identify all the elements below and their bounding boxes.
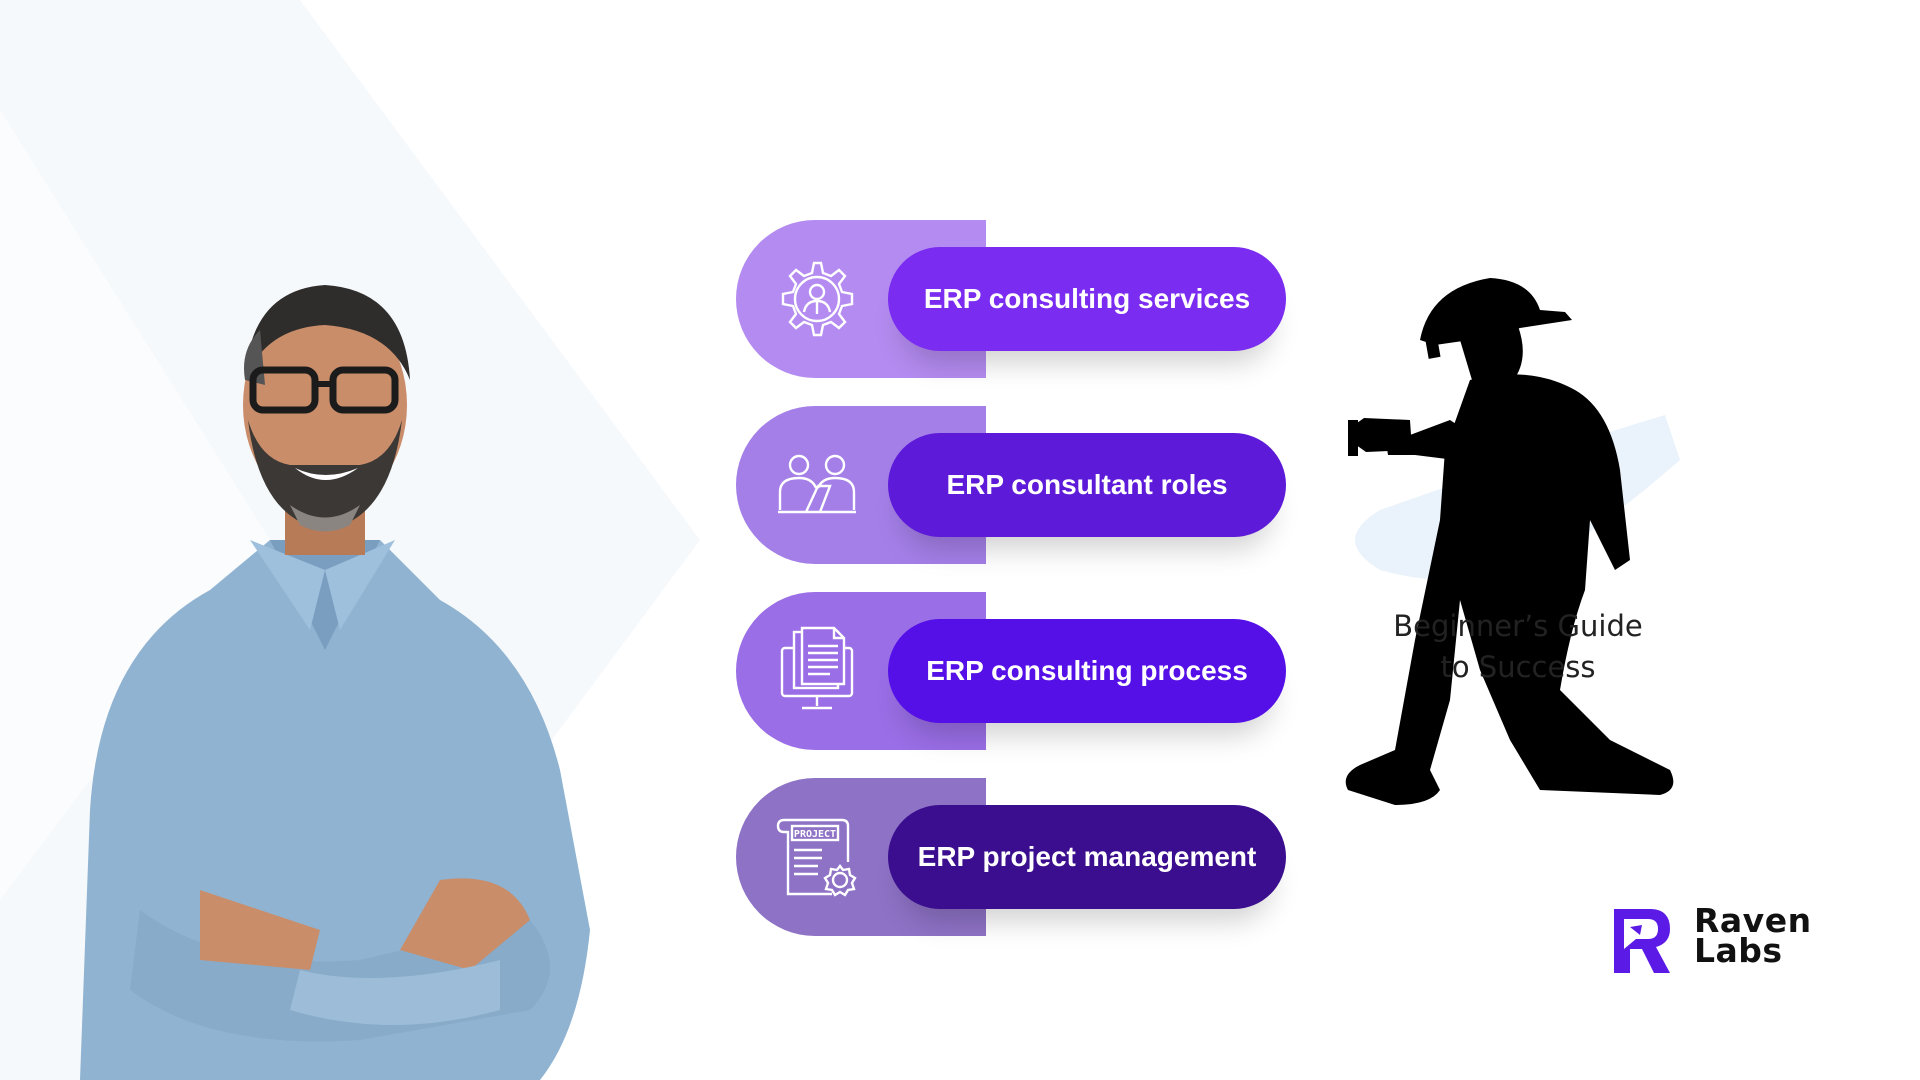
topic-pill: ERP consulting services [888, 247, 1286, 351]
project-icon-text: PROJECT [794, 829, 836, 840]
topic-item-process[interactable]: ERP consulting process [736, 592, 1296, 750]
topic-pill: ERP consulting process [888, 619, 1286, 723]
raven-labs-logo: Raven Labs [1610, 901, 1860, 985]
team-meeting-icon [770, 440, 864, 530]
topic-item-roles[interactable]: ERP consultant roles [736, 406, 1296, 564]
topic-item-services[interactable]: ERP consulting services [736, 220, 1296, 378]
project-scroll-gear-icon: PROJECT [770, 812, 864, 902]
documents-monitor-icon [770, 626, 864, 716]
smiling-man-illustration [80, 285, 590, 1080]
topic-pill: ERP project management [888, 805, 1286, 909]
topic-label: ERP consulting services [923, 283, 1251, 314]
topics-list: ERP consulting services ERP consultant r… [736, 220, 1296, 940]
guide-caption: Beginner’s Guide to Success [1358, 606, 1678, 688]
logo-line-1: Raven [1694, 901, 1812, 940]
guide-line-2: to Success [1440, 650, 1596, 684]
topic-item-management[interactable]: PROJECT ERP project management [736, 778, 1296, 936]
detective-flashlight-illustration [1345, 278, 1680, 805]
topic-label: ERP consulting process [926, 655, 1248, 686]
guide-line-1: Beginner’s Guide [1393, 609, 1643, 643]
topic-label: ERP project management [917, 841, 1257, 872]
topic-label: ERP consultant roles [946, 469, 1228, 500]
topic-pill: ERP consultant roles [888, 433, 1286, 537]
gear-person-icon [770, 254, 864, 344]
raven-logo-mark-icon [1614, 909, 1670, 973]
logo-text: Raven Labs [1694, 901, 1812, 970]
logo-line-2: Labs [1694, 931, 1783, 970]
